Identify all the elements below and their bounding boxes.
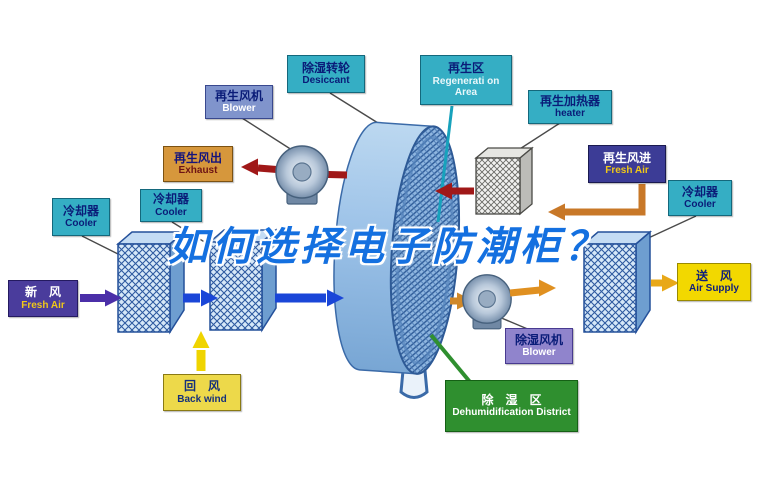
label-cooler-left: 冷却器 Cooler bbox=[52, 198, 110, 236]
label-fresh-air-en: Fresh Air bbox=[21, 299, 65, 311]
connector-regen-blower bbox=[241, 117, 293, 151]
wheel-rim bbox=[396, 135, 454, 365]
label-dehumid-blower: 除湿风机 Blower bbox=[505, 328, 573, 364]
watermark-text: 如何选择电子防潮柜？ bbox=[168, 225, 608, 269]
label-regen-blower-en: Blower bbox=[222, 103, 256, 115]
label-cooler-left-en: Cooler bbox=[65, 218, 97, 230]
connector-dehumid-blower bbox=[498, 316, 531, 331]
label-cooler-right-en: Cooler bbox=[684, 199, 716, 211]
regen-blower-fan bbox=[275, 145, 329, 205]
label-regeneration-area-zh: 再生区 bbox=[447, 61, 484, 76]
label-cooler-mid-en: Cooler bbox=[155, 206, 187, 218]
label-regen-heater-en: heater bbox=[554, 108, 585, 120]
label-dehumid-blower-zh: 除湿风机 bbox=[514, 332, 563, 347]
label-desiccant-wheel-zh: 除湿转轮 bbox=[301, 60, 350, 75]
label-air-supply-zh: 送 风 bbox=[695, 268, 732, 283]
desiccant-wheel bbox=[333, 121, 460, 375]
label-desiccant-wheel: 除湿转轮 Desiccant bbox=[287, 55, 365, 93]
label-regeneration-area-en: Regenerati on Area bbox=[432, 75, 500, 98]
label-regen-exhaust-zh: 再生风出 bbox=[173, 150, 222, 165]
connector-dehumid-district bbox=[429, 333, 472, 384]
label-regen-exhaust-en: Exhaust bbox=[178, 165, 218, 177]
label-desiccant-wheel-en: Desiccant bbox=[302, 75, 350, 87]
arrow-regen-intake bbox=[548, 184, 646, 221]
label-cooler-right-zh: 冷却器 bbox=[681, 184, 718, 199]
label-cooler-right: 冷却器 Cooler bbox=[668, 180, 732, 216]
dehumid-blower-fan bbox=[462, 274, 512, 330]
label-regen-blower-zh: 再生风机 bbox=[214, 88, 263, 103]
label-air-supply: 送 风 Air Supply bbox=[677, 263, 751, 301]
label-dehumid-blower-en: Blower bbox=[522, 347, 556, 359]
label-regen-heater-zh: 再生加热器 bbox=[539, 93, 600, 108]
label-regen-fresh-air-en: Fresh Air bbox=[605, 165, 649, 177]
connector-regeneration-area bbox=[436, 105, 454, 223]
label-regen-fresh-air-zh: 再生风进 bbox=[602, 150, 651, 165]
arrow-blower-to-cooler bbox=[509, 286, 541, 297]
label-cooler-mid: 冷却器 Cooler bbox=[140, 189, 202, 222]
label-fresh-air-zh: 新 风 bbox=[24, 285, 61, 300]
label-back-wind: 回 风 Back wind bbox=[163, 374, 241, 411]
label-regen-blower: 再生风机 Blower bbox=[205, 85, 273, 119]
label-regeneration-area: 再生区 Regenerati on Area bbox=[420, 55, 512, 105]
label-fresh-air: 新 风 Fresh Air bbox=[8, 280, 78, 317]
label-dehumid-district-zh: 除 湿 区 bbox=[481, 392, 542, 407]
connector-cooler-right bbox=[643, 215, 697, 241]
label-regen-heater: 再生加热器 heater bbox=[528, 90, 612, 124]
label-back-wind-zh: 回 风 bbox=[183, 379, 220, 394]
label-regen-fresh-air: 再生风进 Fresh Air bbox=[588, 145, 666, 183]
heater-box bbox=[475, 147, 533, 215]
label-cooler-left-zh: 冷却器 bbox=[62, 203, 99, 218]
label-air-supply-en: Air Supply bbox=[688, 283, 739, 295]
label-dehumid-district-en: Dehumidification District bbox=[452, 407, 571, 419]
supply-arrows bbox=[509, 274, 679, 297]
label-dehumid-district: 除 湿 区 Dehumidification District bbox=[445, 380, 578, 432]
label-back-wind-en: Back wind bbox=[177, 393, 227, 405]
label-cooler-mid-zh: 冷却器 bbox=[152, 192, 189, 207]
label-regen-exhaust: 再生风出 Exhaust bbox=[163, 146, 233, 182]
